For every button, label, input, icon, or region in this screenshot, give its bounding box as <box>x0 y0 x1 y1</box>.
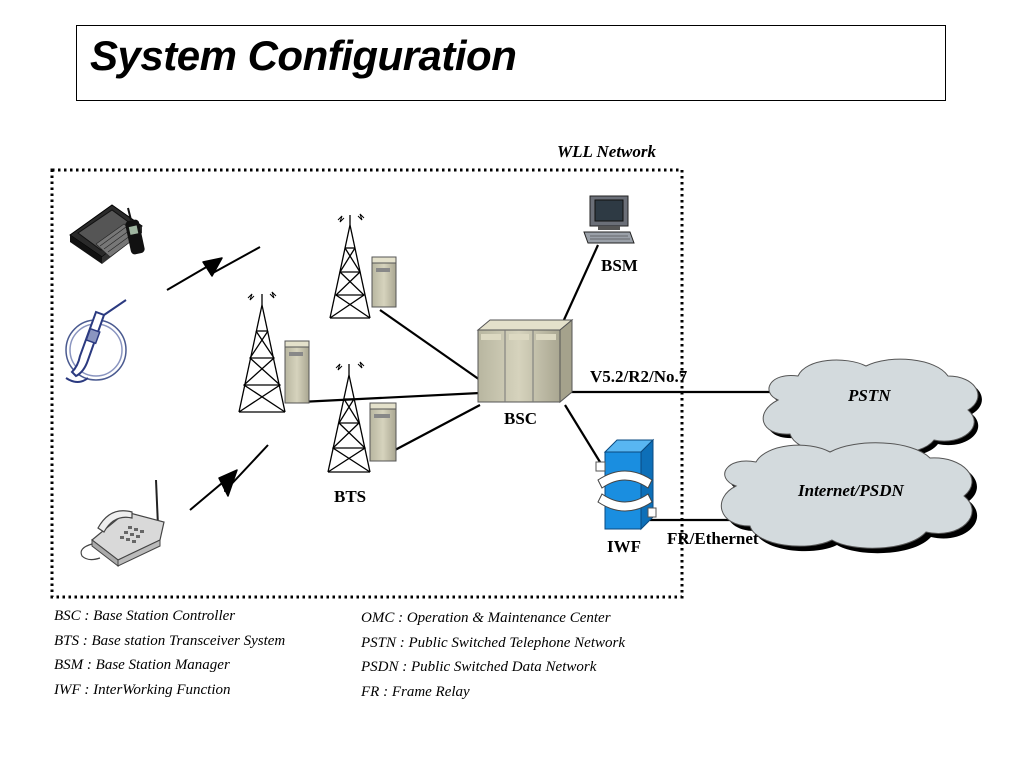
pstn-cloud <box>762 358 982 458</box>
title-box: System Configuration <box>76 25 946 101</box>
bsm-computer-icon <box>583 195 635 244</box>
wll-network-label: WLL Network <box>557 142 657 161</box>
legend-right: OMC : Operation & Maintenance Center PST… <box>361 606 625 704</box>
link-bts-left-bsc <box>299 391 481 404</box>
connection-lines <box>299 244 770 522</box>
legend-item: FR : Frame Relay <box>361 683 470 700</box>
pstn-cloud-label: PSTN <box>848 386 891 405</box>
bts-tower-top <box>329 213 371 319</box>
lightning-bolt-upper <box>166 246 261 291</box>
internet-psdn-cloud <box>720 442 978 554</box>
internet-cloud-label: Internet/PSDN <box>798 481 904 500</box>
bts-cabinet-left <box>284 340 310 404</box>
link-bsc-iwf <box>564 404 601 463</box>
iwf-box-icon <box>595 438 657 531</box>
bts-tower-middle <box>327 361 371 473</box>
bsc-label: BSC <box>504 409 538 428</box>
link-bts-top-bsc <box>379 309 481 381</box>
lightning-bolt-lower <box>189 444 269 511</box>
bts-label: BTS <box>334 487 367 506</box>
legend-item: BSM : Base Station Manager <box>54 657 230 673</box>
legend-left: BSC : Base Station Controller BTS : Base… <box>54 604 285 702</box>
link-bts-mid-bsc <box>394 404 481 451</box>
legend-item: BSC : Base Station Controller <box>54 608 236 624</box>
page-title: System Configuration <box>90 32 517 79</box>
bts-tower-left <box>238 291 286 413</box>
bts-cabinet-middle <box>369 402 397 462</box>
legend-item: OMC : Operation & Maintenance Center <box>361 610 611 626</box>
bts-cabinet-top <box>371 256 397 308</box>
link-bsc-bsm <box>561 244 600 323</box>
legend-item: IWF : InterWorking Function <box>54 681 231 698</box>
desk-phone-icon <box>80 479 165 568</box>
iwf-label: IWF <box>607 537 641 556</box>
legend-item: PSDN : Public Switched Data Network <box>361 659 597 675</box>
mobile-phone-icon <box>65 299 127 383</box>
link-label-v52: V5.2/R2/No.7 <box>590 367 688 386</box>
legend-item: PSTN : Public Switched Telephone Network <box>361 634 626 651</box>
bsc-rack-icon <box>476 318 574 404</box>
laptop-terminal-icon <box>69 204 145 264</box>
legend-item: BTS : Base station Transceiver System <box>54 632 286 649</box>
bsm-label: BSM <box>601 256 638 275</box>
link-label-fr-ethernet: FR/Ethernet <box>667 529 759 548</box>
